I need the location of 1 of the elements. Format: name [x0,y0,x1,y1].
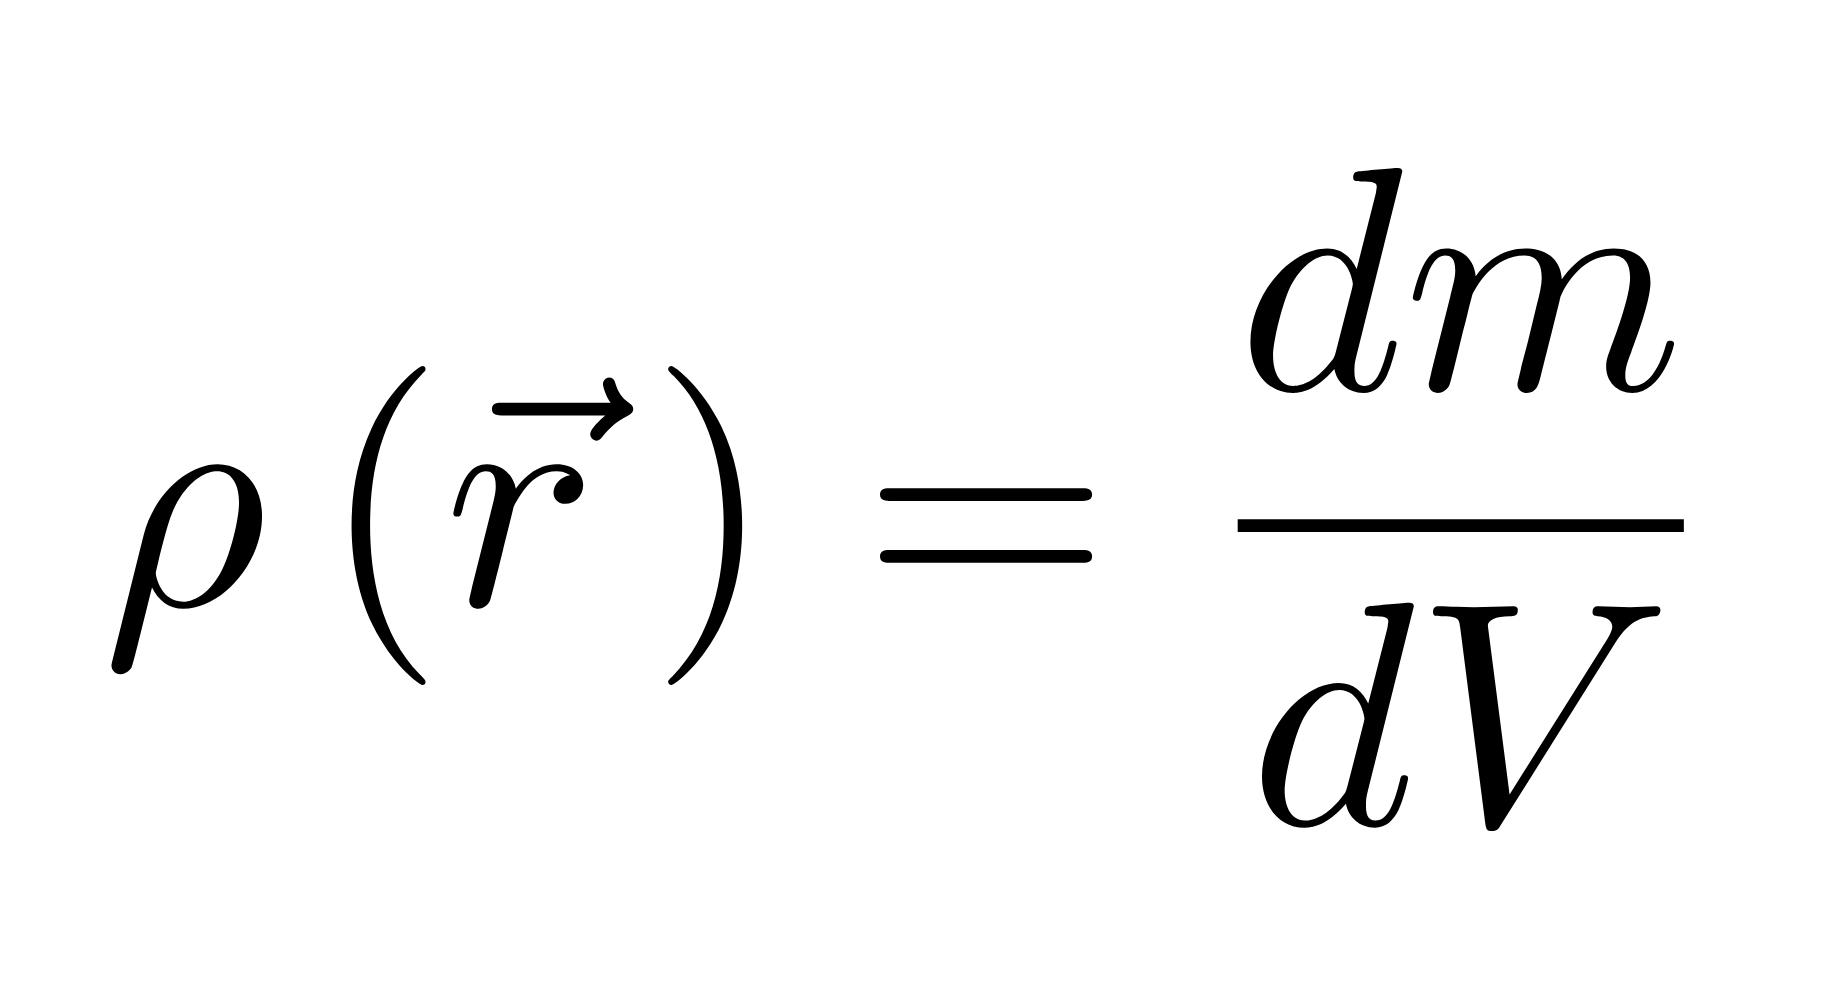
formula: $\rho\left(\vec{r}\,\right)=\frac{dm}{dV}$ [111,168,1684,832]
